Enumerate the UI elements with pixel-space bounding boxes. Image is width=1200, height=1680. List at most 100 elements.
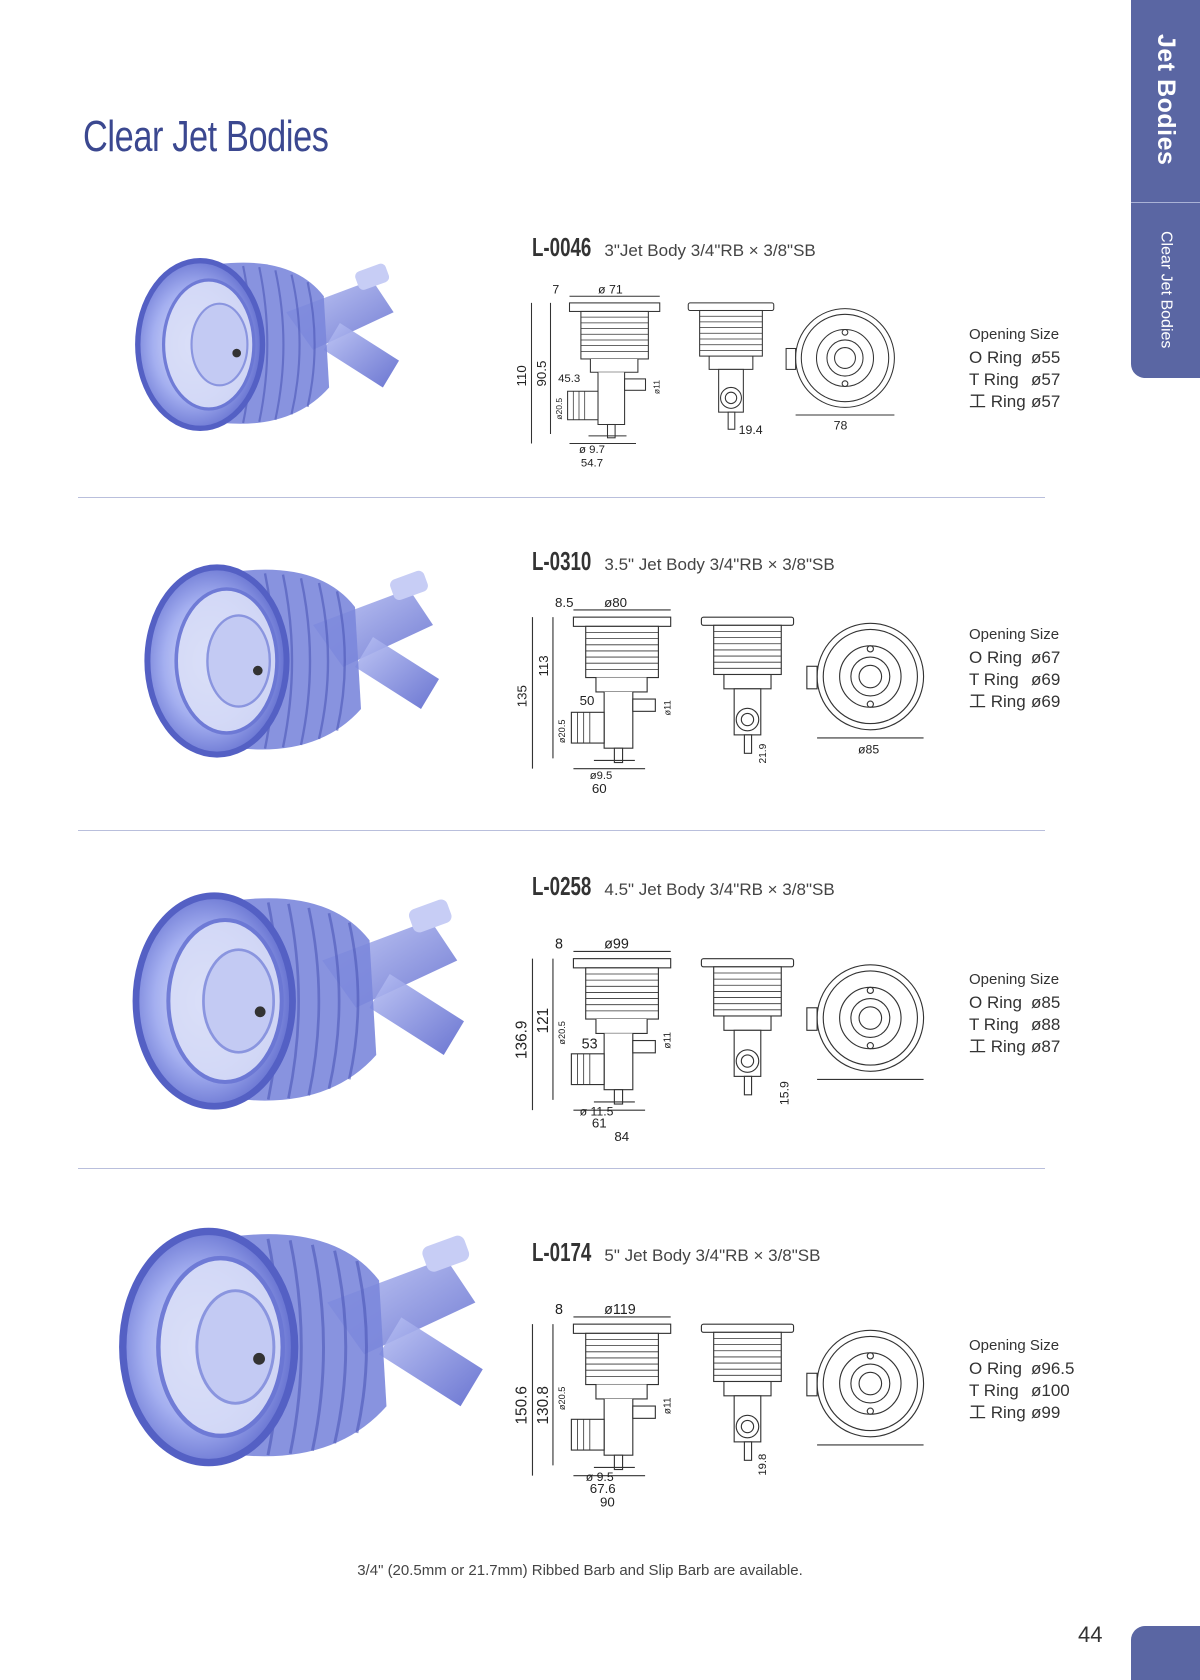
o-ring-label: O Ring	[969, 348, 1022, 367]
t-ring-value: ø69	[1031, 670, 1061, 689]
technical-drawing: 8 ø119 150.6 130.8 ø20.5 ø11 ø 9.5 67.6 …	[513, 1302, 925, 1509]
dim-bottom: ø 11.5	[580, 1104, 614, 1118]
i-ring-label: 工 Ring	[969, 1403, 1026, 1422]
product-description: 3.5" Jet Body 3/4"RB × 3/8"SB	[604, 555, 835, 574]
product-title: L-0046 3"Jet Body 3/4"RB × 3/8"SB	[532, 232, 816, 263]
i-ring-value: ø87	[1031, 1037, 1061, 1056]
product-code: L-0046	[532, 232, 592, 262]
o-ring-label: O Ring	[969, 648, 1022, 667]
t-ring-value: ø88	[1031, 1015, 1061, 1034]
product-code: L-0258	[532, 871, 592, 901]
dim-bottom: ø 9.7	[579, 444, 605, 456]
dim-barb-large: ø20.5	[557, 1021, 567, 1045]
i-ring-label: 工 Ring	[969, 692, 1026, 711]
t-ring-label: T Ring	[969, 670, 1019, 689]
opening-size: Opening Size O Ring ø85 T Ring ø88 工 Ring ø…	[969, 969, 1060, 1058]
o-ring-value: ø55	[1031, 348, 1061, 367]
opening-size: Opening Size O Ring ø67 T Ring ø69 工 Ring ø…	[969, 624, 1060, 713]
dim-outer: ø 71	[598, 282, 623, 296]
dim-width: 61	[592, 1116, 607, 1131]
dim-height: 110	[514, 365, 529, 386]
dim-front: ø85	[858, 742, 879, 756]
dim-barb-large: ø20.5	[557, 1387, 567, 1411]
dim-barb-small: ø11	[663, 1397, 674, 1414]
dim-width: 54.7	[581, 457, 603, 469]
product-title: L-0310 3.5" Jet Body 3/4"RB × 3/8"SB	[532, 546, 835, 577]
o-ring-value: ø67	[1031, 648, 1061, 667]
i-ring-value: ø69	[1031, 692, 1061, 711]
side-subcategory-label: Clear Jet Bodies	[1157, 231, 1175, 349]
dim-outer: ø119	[604, 1302, 636, 1318]
technical-drawing: 8 ø99 136.9 121 53 ø20.5 ø11 ø 11.5 61 8…	[513, 936, 925, 1144]
t-ring-label: T Ring	[969, 1381, 1019, 1400]
product-description: 5" Jet Body 3/4"RB × 3/8"SB	[604, 1246, 821, 1265]
dim-side: 19.4	[739, 423, 763, 437]
dim-barb-large: ø20.5	[554, 398, 564, 420]
side-subcategory: Clear Jet Bodies	[1131, 206, 1200, 374]
opening-size: Opening Size O Ring ø96.5 T Ring ø100 工 Ri…	[969, 1335, 1074, 1424]
product-photo	[110, 237, 430, 452]
t-ring-label: T Ring	[969, 370, 1019, 389]
dim-flange: 8	[555, 1302, 563, 1318]
dim-barb-small: ø11	[663, 1032, 674, 1049]
dim-body: 90.5	[534, 361, 549, 387]
page-tab	[1131, 1626, 1200, 1680]
product-description: 3"Jet Body 3/4"RB × 3/8"SB	[604, 241, 816, 260]
dim-side: 19.8	[757, 1454, 769, 1476]
opening-size-heading: Opening Size	[969, 1337, 1060, 1354]
t-ring-label: T Ring	[969, 1015, 1019, 1034]
t-ring-value: ø57	[1031, 370, 1061, 389]
opening-size-heading: Opening Size	[969, 626, 1060, 643]
o-ring-label: O Ring	[969, 1359, 1022, 1378]
side-category-label: Jet Bodies	[1152, 34, 1180, 166]
section-divider	[78, 830, 1045, 831]
dim-side: 15.9	[777, 1081, 791, 1105]
dim-barb-small: ø11	[652, 380, 662, 394]
dim-side: 21.9	[758, 743, 769, 763]
section-divider	[78, 497, 1045, 498]
o-ring-value: ø96.5	[1031, 1359, 1075, 1378]
product-code: L-0310	[532, 546, 592, 576]
dim-width: 60	[592, 781, 607, 796]
product-code: L-0174	[532, 1237, 592, 1267]
side-category-tab[interactable]: Jet Bodies Clear Jet Bodies	[1131, 0, 1200, 378]
section-divider	[78, 1168, 1045, 1169]
footer-note: 3/4" (20.5mm or 21.7mm) Ribbed Barb and …	[357, 1562, 803, 1579]
dim-barb-large: ø20.5	[557, 720, 567, 744]
i-ring-label: 工 Ring	[969, 1037, 1026, 1056]
dim-height: 135	[514, 685, 529, 707]
side-category: Jet Bodies	[1131, 0, 1200, 200]
dim-flange: 8.5	[555, 595, 574, 610]
opening-size-heading: Opening Size	[969, 971, 1060, 988]
opening-size-heading: Opening Size	[969, 326, 1060, 343]
dim-height: 136.9	[513, 1021, 530, 1059]
dim-width2: 90	[600, 1494, 615, 1509]
dim-width2: 84	[614, 1129, 629, 1144]
i-ring-value: ø57	[1031, 392, 1061, 411]
technical-drawing: 8.5 ø80 135 113 50 ø20.5 ø11 ø9.5 60 21.…	[514, 595, 925, 796]
dim-outer: ø99	[604, 936, 629, 952]
product-photo	[105, 1182, 505, 1512]
product-photo	[115, 541, 475, 781]
dim-barb-small: ø11	[663, 700, 673, 715]
dim-offset: 53	[582, 1037, 598, 1053]
dim-offset: 50	[580, 693, 595, 708]
product-title: L-0258 4.5" Jet Body 3/4"RB × 3/8"SB	[532, 871, 835, 902]
dim-flange: 8	[555, 936, 563, 952]
o-ring-label: O Ring	[969, 993, 1022, 1012]
dim-width: 67.6	[590, 1481, 616, 1496]
dim-outer: ø80	[604, 595, 627, 610]
dim-flange: 7	[552, 282, 559, 296]
product-description: 4.5" Jet Body 3/4"RB × 3/8"SB	[604, 880, 835, 899]
product-title: L-0174 5" Jet Body 3/4"RB × 3/8"SB	[532, 1237, 820, 1268]
dim-bottom: ø9.5	[590, 770, 613, 782]
i-ring-value: ø99	[1031, 1403, 1061, 1422]
technical-drawing: 7 ø 71 110 90.5 45.3 ø20.5 ø11 ø 9.7 54.…	[514, 282, 895, 469]
i-ring-label: 工 Ring	[969, 392, 1026, 411]
side-separator	[1131, 202, 1200, 203]
t-ring-value: ø100	[1031, 1381, 1070, 1400]
dim-height: 150.6	[513, 1386, 530, 1424]
dim-offset: 45.3	[558, 373, 580, 385]
dim-body: 121	[535, 1008, 552, 1034]
o-ring-value: ø85	[1031, 993, 1061, 1012]
